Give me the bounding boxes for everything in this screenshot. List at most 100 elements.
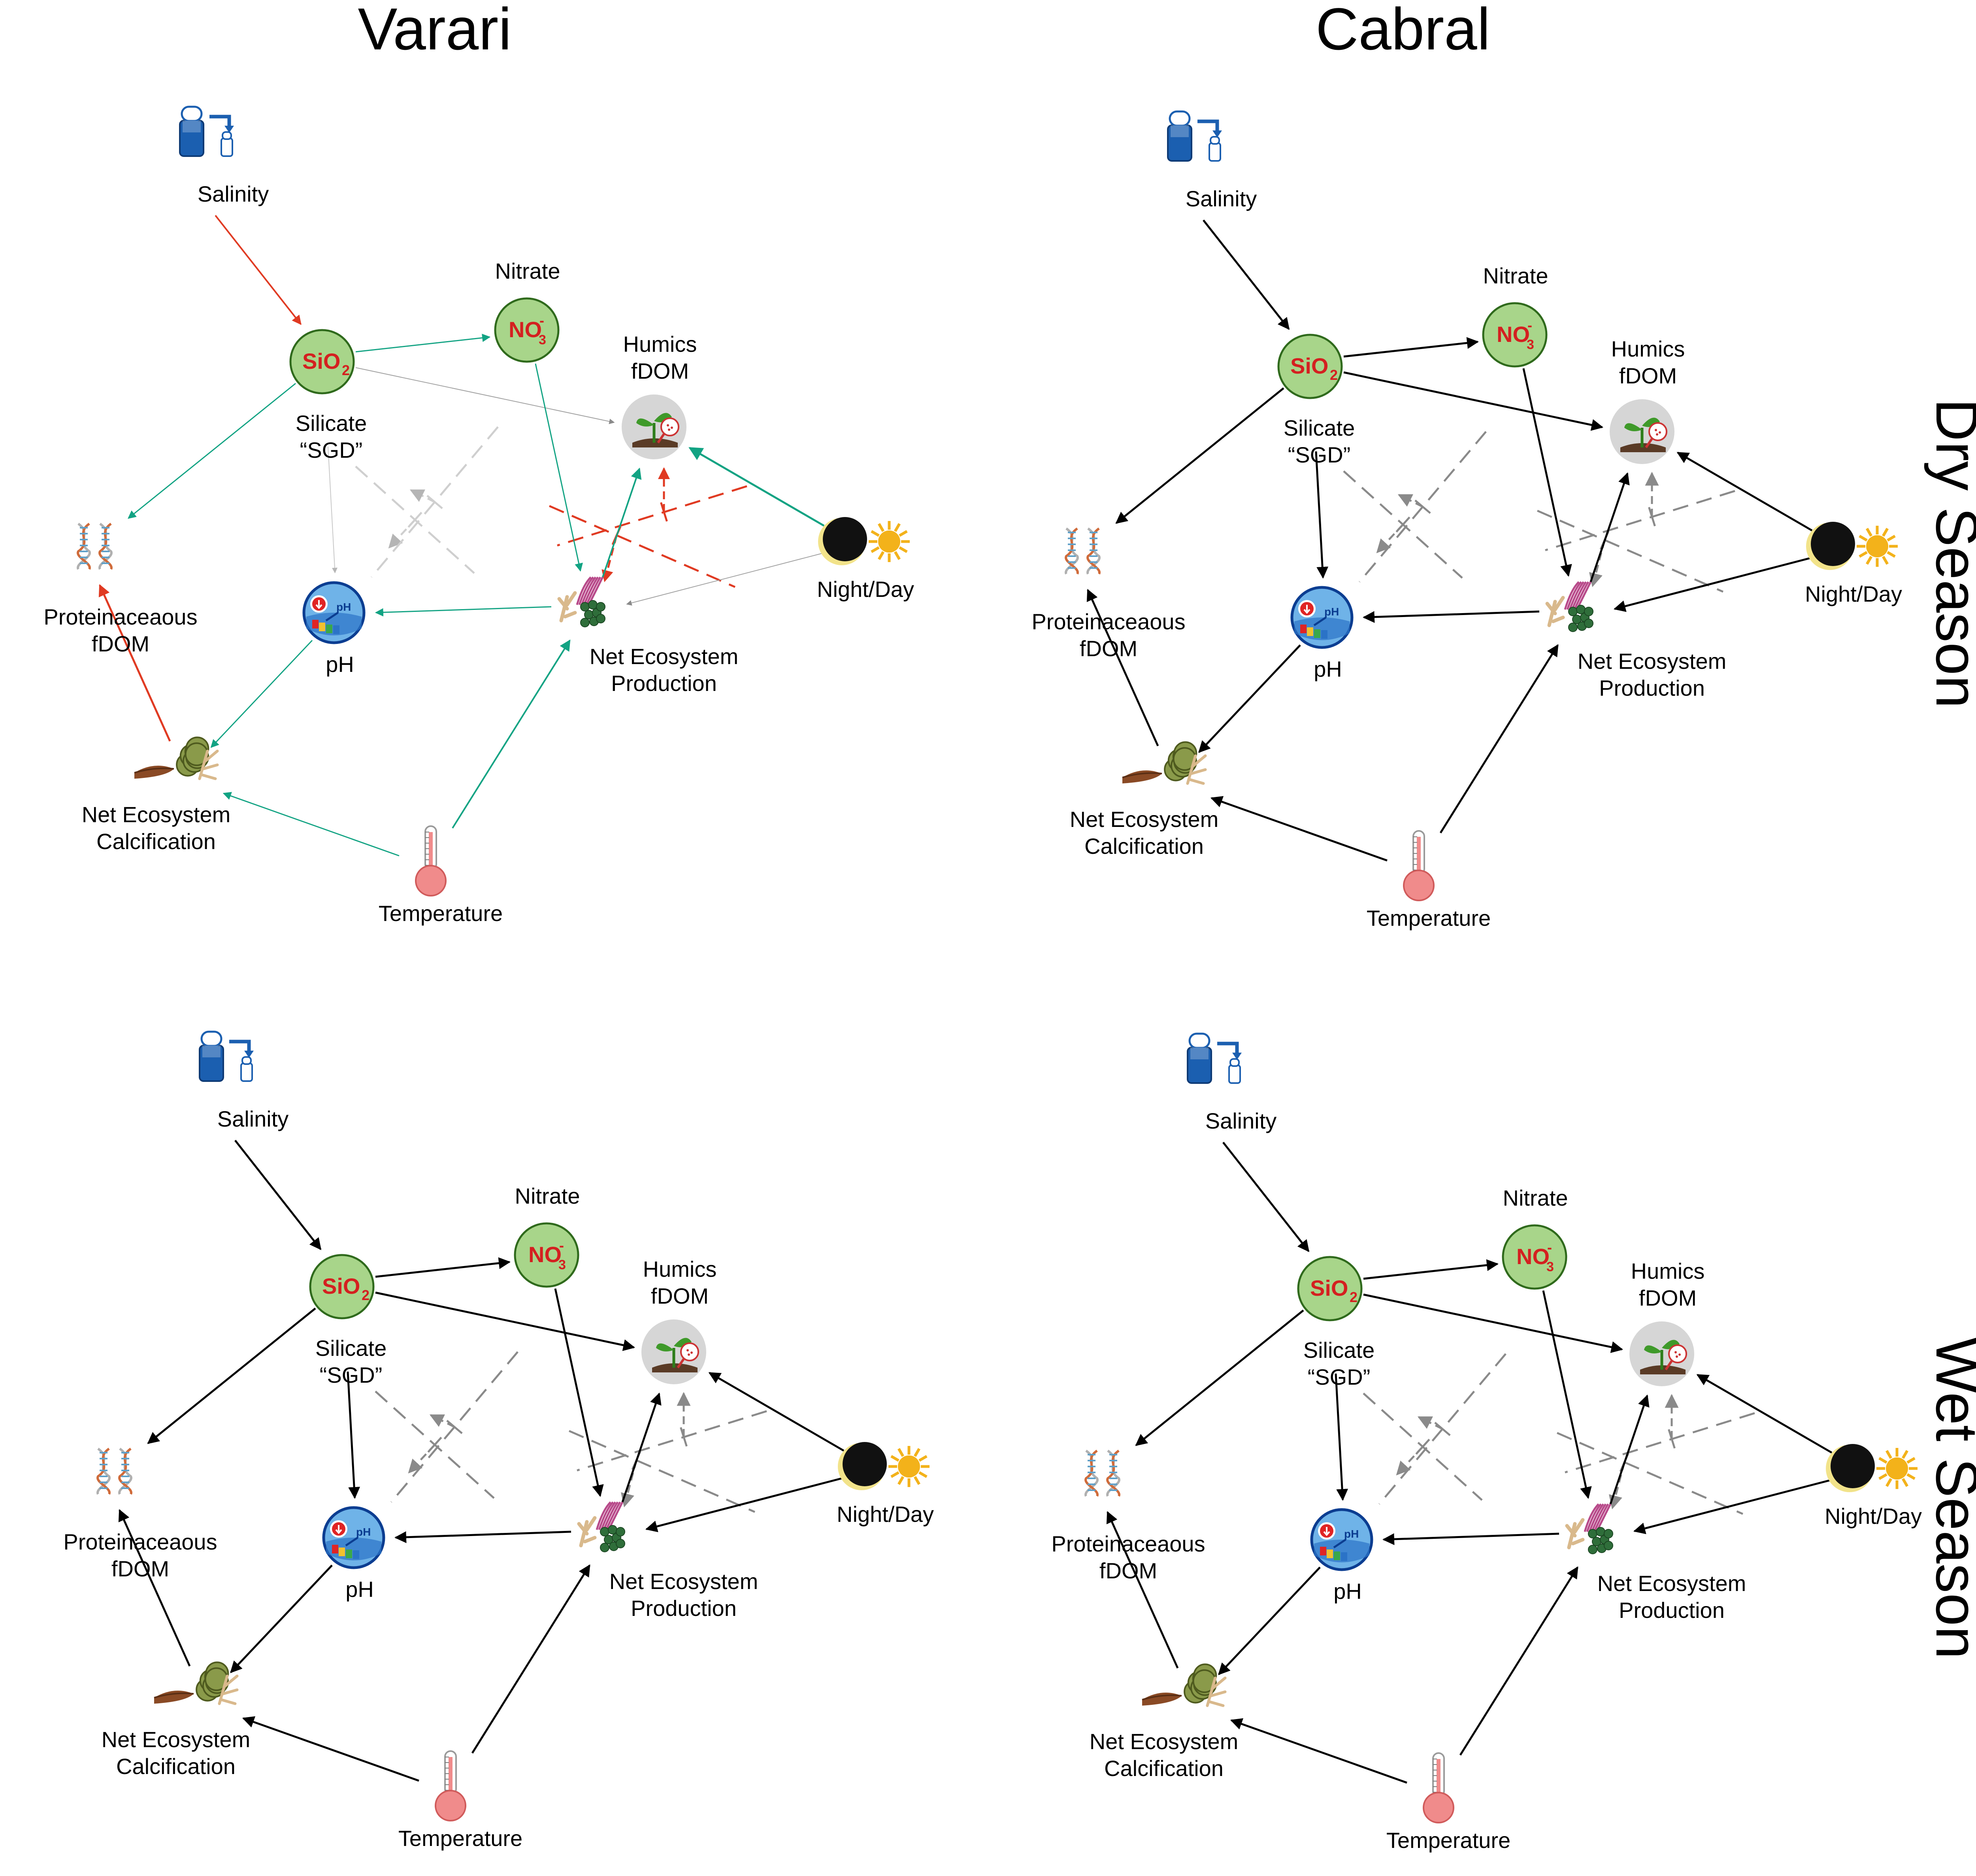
label-nightday: Night/Day	[817, 577, 914, 602]
salinity-icon	[1168, 111, 1222, 161]
proteinaceous-fdom-icon	[78, 524, 111, 569]
label-prot-1: Proteinaceaous	[1031, 609, 1185, 634]
panel-cabral-wet: SiO2NO3-pHSalinityNitrateSilicate“SGD”Hu…	[1051, 1034, 1922, 1853]
night-day-icon	[818, 517, 910, 565]
title-cabral: Cabral	[1316, 0, 1490, 62]
night-day-icon	[1806, 522, 1898, 570]
nep-icon	[1567, 1504, 1613, 1554]
label-silicate-1: Silicate	[315, 1336, 387, 1361]
label-silicate-2: “SGD”	[1288, 442, 1351, 467]
edge-mod-sio2-nep-ph-arrow	[409, 1445, 435, 1472]
label-nitrate: Nitrate	[515, 1183, 580, 1208]
edge-sio2-ph	[328, 447, 335, 573]
edge-temp-nec	[243, 1718, 419, 1781]
edge-no3-nep	[555, 1289, 600, 1496]
label-nec-1: Net Ecosystem	[1090, 1729, 1239, 1754]
edge-temp-nep	[472, 1565, 590, 1753]
label-nep-1: Net Ecosystem	[590, 644, 739, 669]
label-nightday: Night/Day	[1805, 581, 1902, 606]
edge-temp-nec	[224, 793, 399, 856]
humics-fdom-icon	[622, 394, 686, 459]
label-silicate-2: “SGD”	[300, 438, 363, 462]
sio2-text: SiO	[1310, 1276, 1348, 1300]
label-ph: pH	[345, 1577, 374, 1602]
ph-node: pH	[1312, 1510, 1372, 1570]
nep-icon	[559, 577, 605, 627]
edge-sio2-ph	[1316, 451, 1323, 578]
label-prot-1: Proteinaceaous	[43, 604, 197, 629]
edge-no3-nep	[1543, 1291, 1588, 1498]
title-wet-season: Wet Season	[1924, 1337, 1976, 1659]
ph-node: pH	[1292, 587, 1352, 647]
temperature-icon	[416, 826, 446, 896]
svg-text:pH: pH	[336, 601, 351, 613]
label-nep-1: Net Ecosystem	[1597, 1571, 1746, 1596]
edge-mod-nd-humics	[1545, 491, 1735, 550]
label-silicate-1: Silicate	[296, 411, 367, 436]
svg-text:pH: pH	[1344, 1528, 1359, 1540]
temperature-icon	[1404, 831, 1434, 900]
edge-nep-humics	[622, 1394, 659, 1502]
edge-nd-nep	[647, 1478, 842, 1529]
edge-no3-nep	[535, 364, 581, 571]
label-salinity: Salinity	[217, 1106, 289, 1131]
edge-nd-nep	[627, 553, 822, 604]
edge-nd-humics	[1678, 453, 1812, 530]
edge-ph-nec	[231, 1565, 332, 1672]
label-nec-1: Net Ecosystem	[102, 1727, 251, 1752]
salinity-icon	[200, 1032, 254, 1081]
sio2-node: SiO2	[1278, 335, 1342, 398]
edge-nep-humics	[1610, 1396, 1647, 1504]
edge-sal-sio2	[215, 215, 301, 324]
svg-text:-: -	[1547, 1239, 1552, 1255]
nitrate-node: NO3-	[515, 1223, 578, 1287]
edge-nd-nep	[1635, 1480, 1830, 1531]
edge-sal-sio2	[1223, 1142, 1309, 1251]
label-temp: Temperature	[1367, 906, 1491, 930]
proteinaceous-fdom-icon	[1086, 1451, 1119, 1496]
label-nep-2: Production	[611, 671, 717, 696]
edge-mod-nd-humics	[1565, 1413, 1755, 1472]
label-silicate-1: Silicate	[1284, 415, 1355, 440]
label-temp: Temperature	[379, 901, 503, 926]
sio2-node: SiO2	[1298, 1257, 1361, 1320]
label-nep-2: Production	[1599, 676, 1705, 700]
svg-text:3: 3	[1527, 337, 1534, 352]
edge-ph-nec	[1199, 645, 1300, 752]
edge-sio2-humics	[1344, 372, 1602, 427]
edge-sal-sio2	[1203, 220, 1289, 329]
edge-sio2-humics	[1363, 1295, 1622, 1349]
edge-mod-no3-ph-arrow	[411, 490, 435, 502]
svg-text:2: 2	[1350, 1289, 1358, 1305]
nep-icon	[1547, 582, 1593, 632]
label-silicate-1: Silicate	[1303, 1338, 1375, 1363]
label-silicate-2: “SGD”	[320, 1363, 383, 1387]
edge-mod-nd-humics	[577, 1411, 767, 1470]
edge-mod-no3-ph-arrow	[1419, 1417, 1442, 1429]
label-humics-1: Humics	[623, 332, 697, 357]
edge-sio2-no3	[375, 1262, 509, 1277]
edge-mod-nd-humics	[557, 486, 747, 545]
edge-sal-sio2	[235, 1140, 321, 1249]
label-ph: pH	[326, 652, 354, 677]
label-nep-2: Production	[1619, 1598, 1725, 1623]
svg-text:-: -	[559, 1237, 564, 1253]
edge-temp-nep	[453, 640, 570, 828]
edge-nd-humics	[690, 448, 824, 526]
edge-sio2-humics	[375, 1293, 634, 1348]
label-ph: pH	[1333, 1579, 1362, 1604]
label-nec-1: Net Ecosystem	[1070, 807, 1219, 832]
edge-nd-humics	[1697, 1375, 1832, 1453]
title-dry-season: Dry Season	[1924, 398, 1976, 708]
nec-icon	[134, 737, 217, 779]
nec-icon	[154, 1662, 237, 1704]
label-nep-1: Net Ecosystem	[1578, 649, 1727, 674]
edge-nd-humics	[709, 1373, 844, 1451]
panel-varari-wet: SiO2NO3-pHSalinityNitrateSilicate“SGD”Hu…	[63, 1032, 934, 1851]
proteinaceous-fdom-icon	[1066, 528, 1099, 574]
label-nightday: Night/Day	[1825, 1504, 1922, 1529]
ph-node: pH	[324, 1508, 384, 1568]
salinity-icon	[1188, 1034, 1242, 1083]
nitrate-node: NO3-	[495, 298, 558, 362]
